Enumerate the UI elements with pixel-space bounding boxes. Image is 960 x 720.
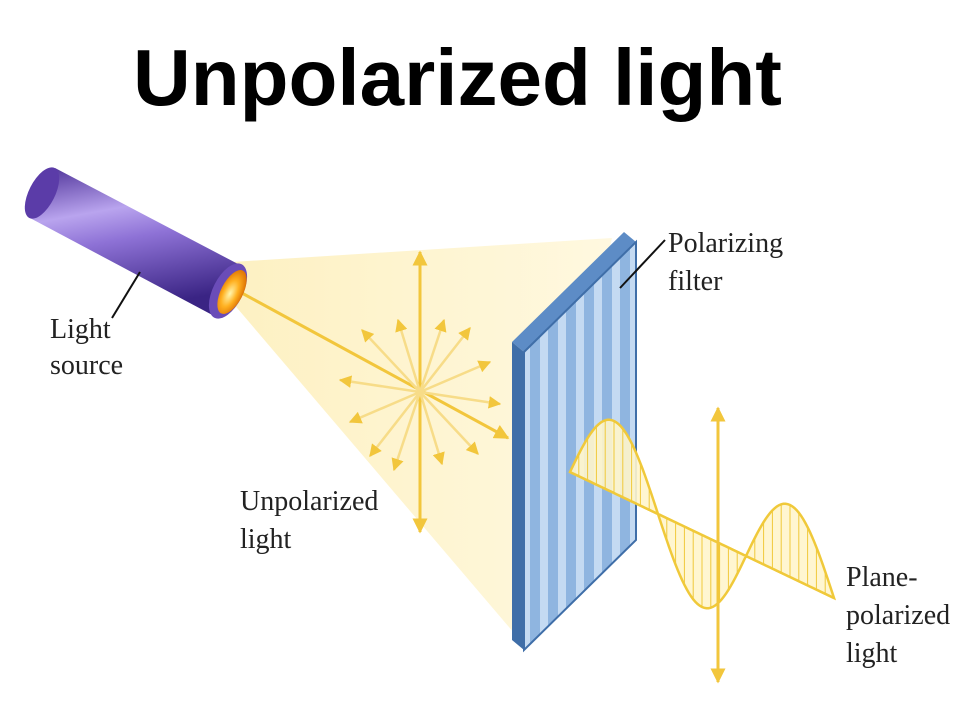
plane-polarized-wave: [568, 406, 837, 684]
plane-polarized-light-label: Plane- polarized light: [846, 562, 957, 669]
light-source-lens: [217, 270, 247, 314]
slide-title: Unpolarized light: [0, 0, 960, 122]
polarizing-filter: [512, 232, 637, 653]
polarizing-filter-leader: [619, 239, 666, 289]
unpolarized-light-label: Unpolarized light: [240, 486, 385, 555]
unpolarized-arrow-star: [338, 250, 502, 534]
plane-polarized-light-label-line: Plane-: [846, 562, 918, 593]
plane-polarized-light-label-line: light: [846, 638, 898, 669]
unpolarized-light-label-line: light: [240, 524, 292, 555]
light-source-label: Light source: [50, 314, 123, 381]
polarizing-filter-label: Polarizing filter: [668, 228, 790, 297]
unpolarized-light-label-line: Unpolarized: [240, 486, 378, 517]
light-source-cylinder: [24, 167, 248, 319]
page-title: Unpolarized light: [133, 33, 782, 122]
plane-polarized-light-label-line: polarized: [846, 600, 950, 631]
light-source-label-line: Light: [50, 314, 111, 345]
polarizing-filter-label-line: filter: [668, 266, 723, 297]
central-ray: [239, 290, 510, 440]
light-source-label-line: source: [50, 350, 123, 381]
light-source-leader: [111, 271, 141, 319]
polarizing-filter-label-line: Polarizing: [668, 228, 783, 259]
